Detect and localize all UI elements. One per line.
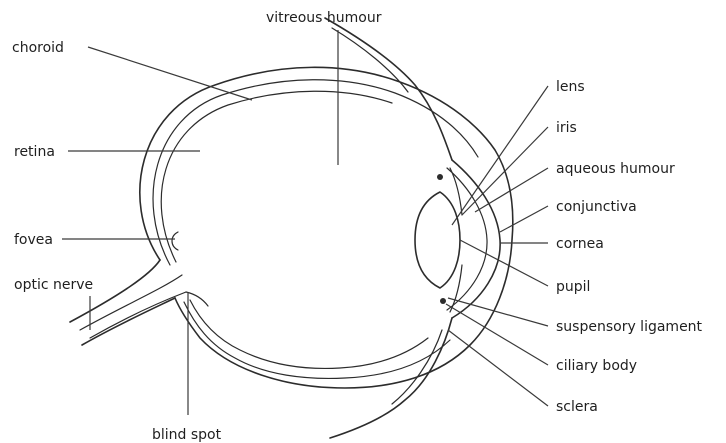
- fovea-dip: [172, 232, 178, 250]
- eyelid-top: [325, 18, 452, 160]
- label-fovea: fovea: [14, 232, 53, 248]
- blind-spot-line: [186, 292, 208, 306]
- leader-lines: [62, 30, 548, 415]
- label-retina: retina: [14, 144, 55, 160]
- label-cornea: cornea: [556, 236, 604, 252]
- label-blind-spot: blind spot: [152, 427, 222, 443]
- leader-choroid: [88, 47, 252, 100]
- label-vitreous-humour: vitreous humour: [266, 10, 382, 26]
- label-ciliary-body: ciliary body: [556, 358, 637, 374]
- label-lens: lens: [556, 79, 585, 95]
- leader-sclera: [448, 330, 548, 406]
- label-conjunctiva: conjunctiva: [556, 199, 637, 215]
- leader-ciliary: [446, 304, 548, 365]
- label-sclera: sclera: [556, 399, 598, 415]
- label-suspensory-ligament: suspensory ligament: [556, 319, 703, 335]
- label-iris: iris: [556, 120, 577, 136]
- label-pupil: pupil: [556, 279, 590, 295]
- ciliary-body-bottom: [440, 298, 446, 304]
- leader-pupil: [460, 240, 548, 286]
- iris-top: [450, 168, 462, 215]
- eyelid-top-inner: [332, 28, 408, 92]
- leader-conjunctiva: [500, 206, 548, 232]
- iris-bottom: [450, 265, 462, 312]
- cornea-inner: [447, 168, 487, 310]
- label-optic-nerve: optic nerve: [14, 277, 93, 293]
- label-choroid: choroid: [12, 40, 64, 56]
- leader-iris: [462, 127, 548, 215]
- lens-outline: [415, 192, 460, 288]
- sclera-outline: [140, 67, 513, 388]
- ciliary-body-top: [437, 174, 443, 180]
- eyelid-bottom-inner: [392, 330, 442, 404]
- retina-outline: [161, 91, 392, 262]
- eye-structure: [70, 18, 513, 438]
- leader-lens: [452, 86, 548, 225]
- labels: vitreous humour choroid retina fovea opt…: [12, 10, 703, 443]
- label-aqueous-humour: aqueous humour: [556, 161, 675, 177]
